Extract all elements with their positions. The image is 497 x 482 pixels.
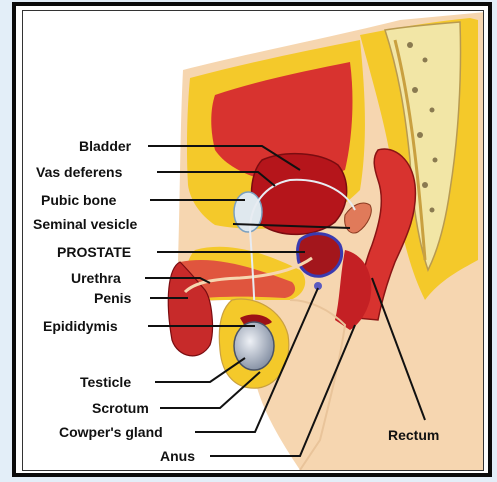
label-urethra: Urethra bbox=[71, 270, 121, 286]
label-cowpers-gland: Cowper's gland bbox=[59, 424, 163, 440]
label-testicle: Testicle bbox=[80, 374, 131, 390]
anatomy-illustration bbox=[168, 12, 485, 470]
pubic-bone-shape bbox=[234, 192, 262, 232]
label-penis: Penis bbox=[94, 290, 132, 306]
label-epididymis: Epididymis bbox=[43, 318, 118, 334]
bladder-organ bbox=[252, 154, 347, 235]
label-bladder: Bladder bbox=[79, 138, 132, 154]
label-rectum: Rectum bbox=[388, 427, 439, 443]
label-pubic-bone: Pubic bone bbox=[41, 192, 117, 208]
label-vas-deferens: Vas deferens bbox=[36, 164, 123, 180]
label-prostate: PROSTATE bbox=[57, 244, 131, 260]
label-seminal-vesicle: Seminal vesicle bbox=[33, 216, 138, 232]
label-anus: Anus bbox=[160, 448, 195, 464]
prostate-shape bbox=[298, 234, 342, 277]
testicle-shape bbox=[234, 322, 274, 370]
label-scrotum: Scrotum bbox=[92, 400, 149, 416]
